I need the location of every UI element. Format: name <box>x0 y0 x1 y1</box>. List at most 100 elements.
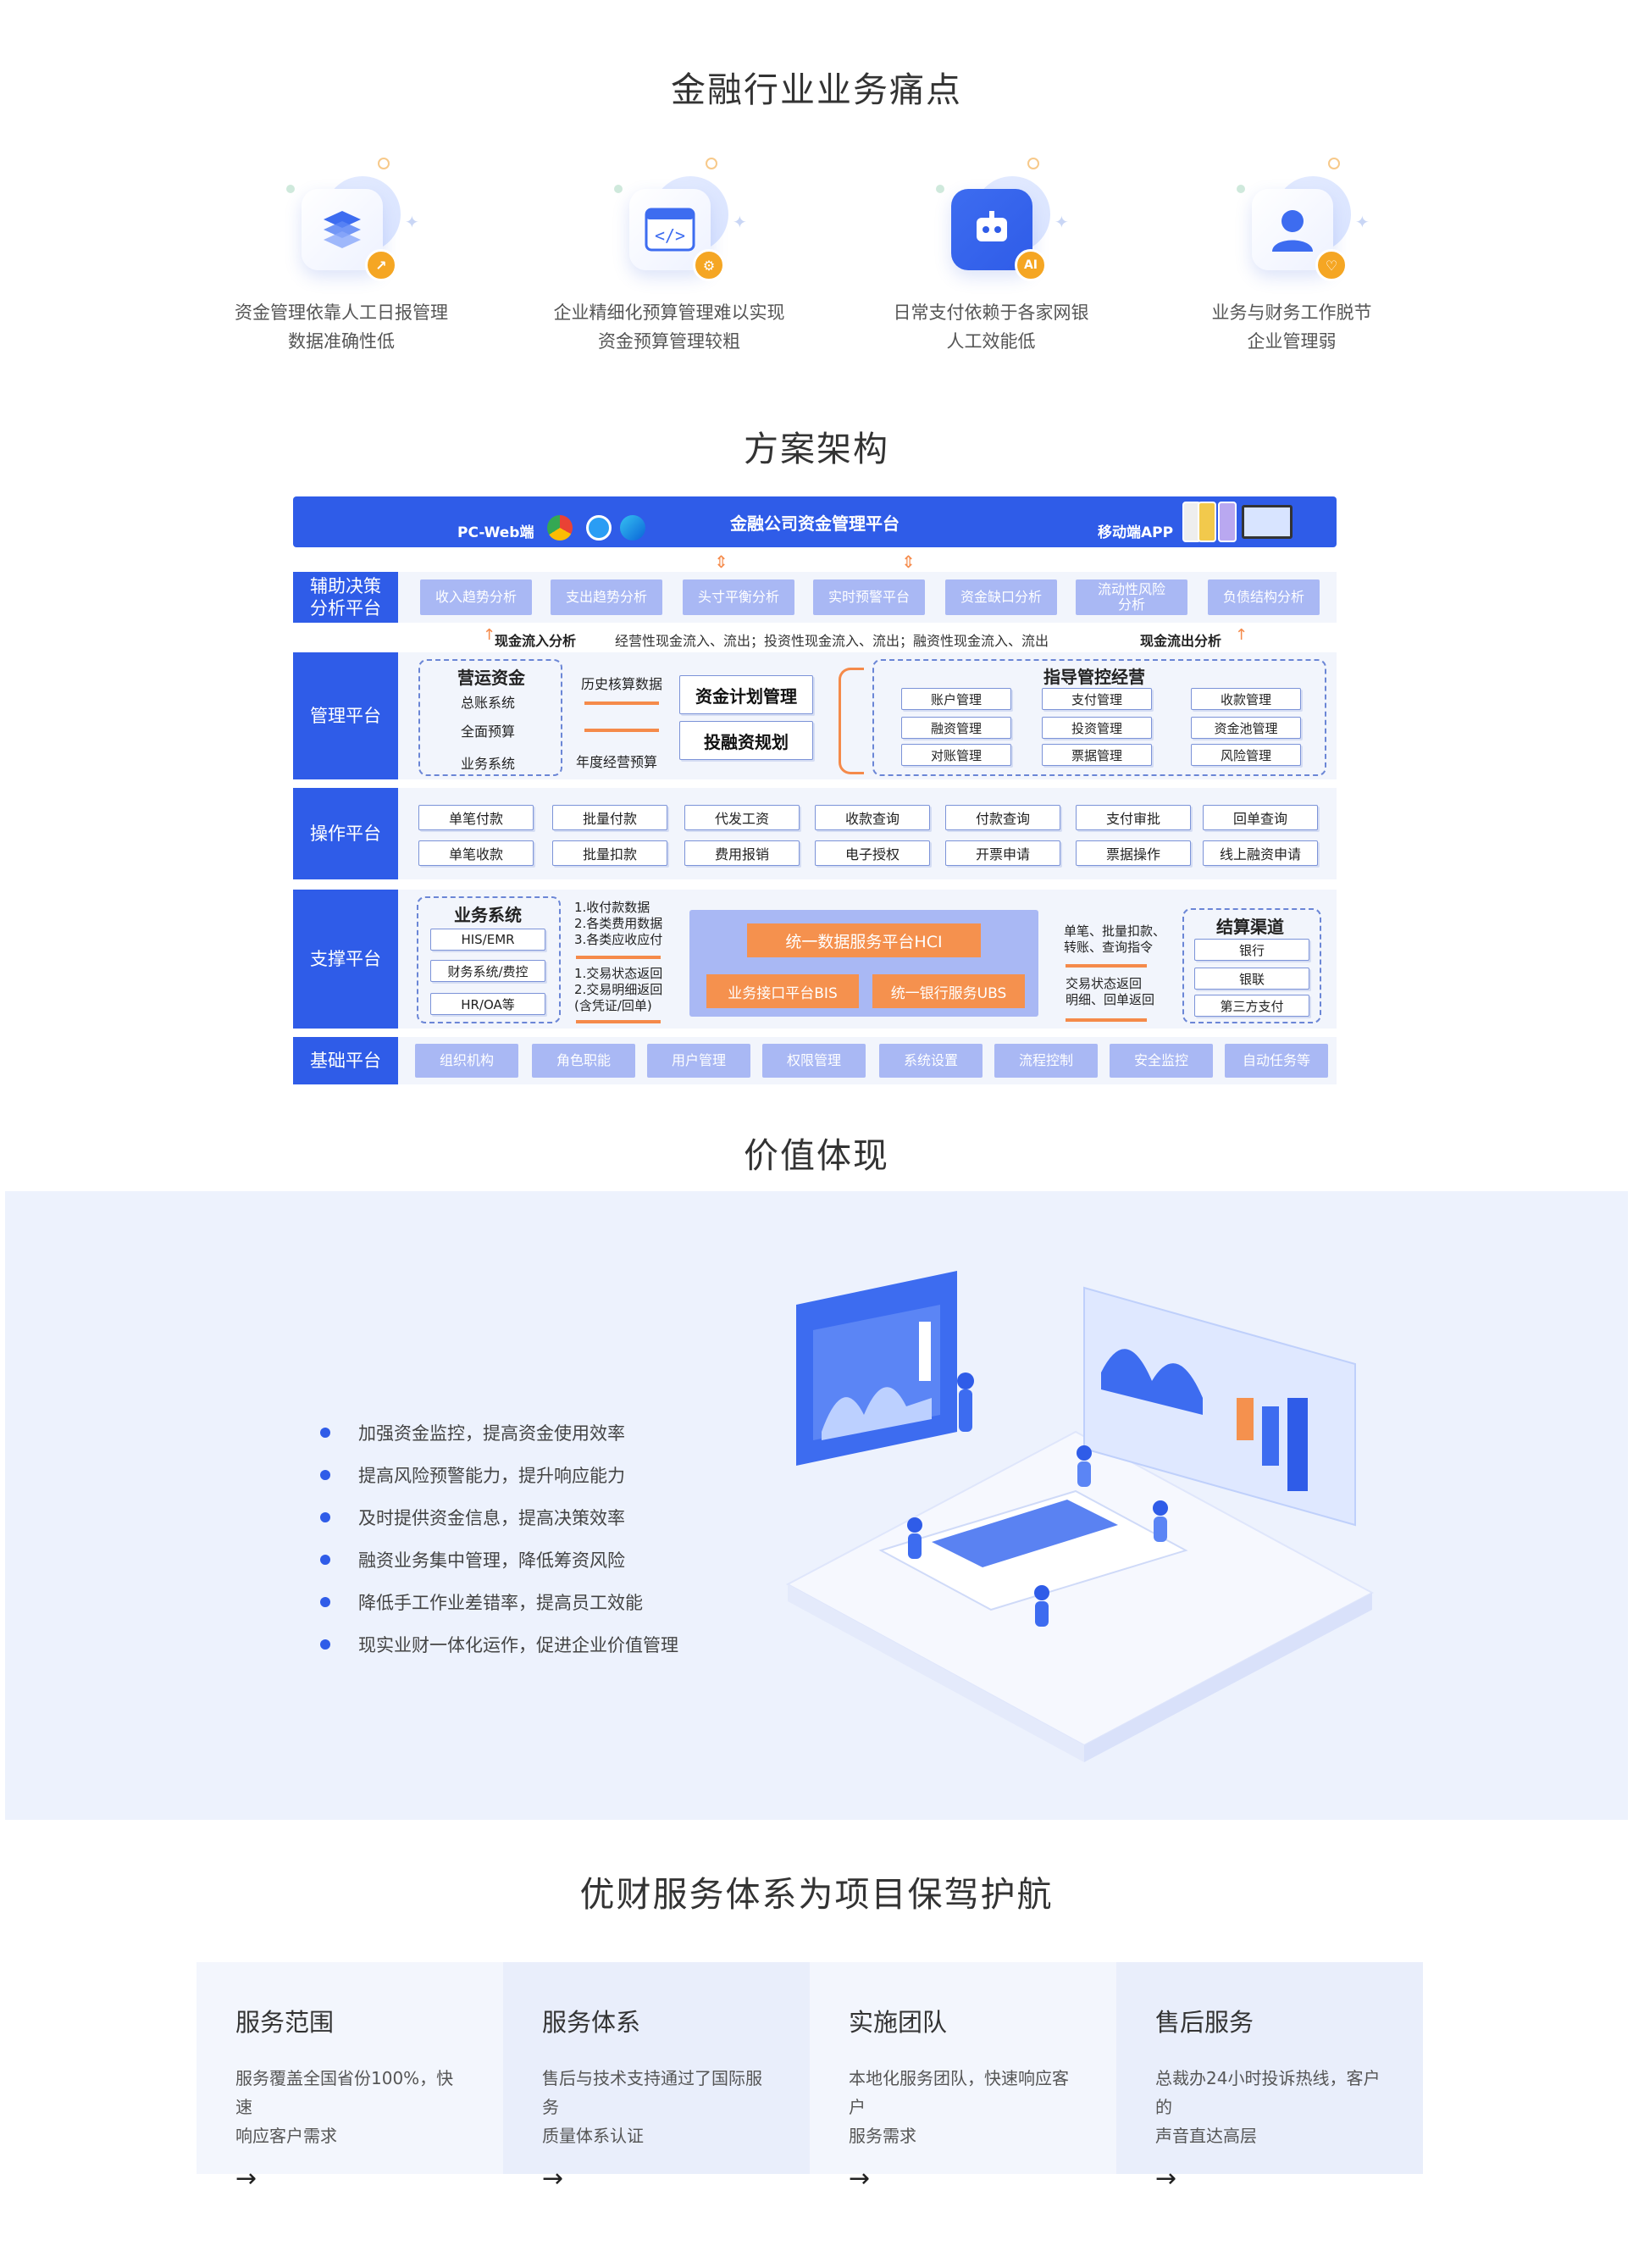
annual-budget-label: 年度经营预算 <box>576 754 658 770</box>
arrow-left-icon <box>584 701 659 705</box>
settle-item: 第三方支付 <box>1194 995 1309 1017</box>
service-card-after-sales[interactable]: 售后服务 总裁办24小时投诉热线，客户的声音直达高层 → <box>1116 1962 1423 2193</box>
base-item: 流程控制 <box>994 1044 1098 1078</box>
operation-item: 单笔付款 <box>418 805 534 830</box>
channel-out-list: 交易状态返回明细、回单返回 <box>1066 976 1155 1007</box>
tablet-device-icon <box>1242 505 1293 539</box>
bullet-dot-icon <box>320 1428 330 1438</box>
bracket-icon <box>839 668 864 774</box>
invest-plan-box: 投融资规划 <box>679 721 813 760</box>
service-card-scope[interactable]: 服务范围 服务覆盖全国省份100%，快速响应客户需求 → <box>197 1962 503 2193</box>
mobile-app-label: 移动端APP <box>1098 524 1174 541</box>
pain-item-3: ✦ AI 日常支付依赖于各家网银人工效能低 <box>847 151 1135 356</box>
operating-fund-item: 全面预算 <box>461 724 516 740</box>
operating-fund-item: 业务系统 <box>461 756 516 772</box>
service-card-desc: 声音直达高层 <box>1155 2126 1257 2146</box>
decision-item: 支出趋势分析 <box>551 579 662 615</box>
guidance-item: 支付管理 <box>1042 688 1152 710</box>
pain-item-1: ✦ ↗ 资金管理依靠人工日报管理数据准确性低 <box>197 151 485 356</box>
operation-item: 回单查询 <box>1203 805 1318 830</box>
bullet-dot-icon <box>320 1639 330 1650</box>
operation-item: 代发工资 <box>684 805 800 830</box>
up-down-arrow-icon: ⇕ <box>714 552 728 572</box>
decision-item: 资金缺口分析 <box>945 579 1057 615</box>
value-point-text: 加强资金监控，提高资金使用效率 <box>358 1423 625 1444</box>
base-item: 自动任务等 <box>1225 1044 1328 1078</box>
guidance-item: 对账管理 <box>901 744 1011 766</box>
base-item: 系统设置 <box>879 1044 983 1078</box>
pain-text-line2: 资金预算管理较粗 <box>598 331 740 352</box>
service-card-desc: 响应客户需求 <box>235 2126 337 2146</box>
settle-item: 银行 <box>1194 939 1309 961</box>
pain-text-line2: 数据准确性低 <box>288 331 395 352</box>
robot-icon: ✦ AI <box>927 151 1069 281</box>
value-point-text: 提高风险预警能力，提升响应能力 <box>358 1466 625 1486</box>
service-card-title: 实施团队 <box>849 2008 948 2037</box>
operation-item: 线上融资申请 <box>1203 840 1318 866</box>
arrow-left-icon <box>576 1020 661 1023</box>
plan-mgmt-box: 资金计划管理 <box>679 675 813 714</box>
pain-text-line1: 业务与财务工作脱节 <box>1211 302 1372 323</box>
guidance-item: 收款管理 <box>1191 688 1301 710</box>
support-platform-label: 支撑平台 <box>293 890 398 1029</box>
hci-box: 统一数据服务平台HCI <box>747 923 981 957</box>
biz-system-item: HR/OA等 <box>430 993 545 1015</box>
arrow-right-icon <box>1066 964 1147 968</box>
base-item: 用户管理 <box>647 1044 750 1078</box>
bis-box: 业务接口平台BIS <box>706 974 859 1008</box>
pain-text-line1: 日常支付依赖于各家网银 <box>893 302 1089 323</box>
arrow-right-icon[interactable]: → <box>542 2164 564 2193</box>
service-card-desc: 售后与技术支持通过了国际服务 <box>542 2068 762 2117</box>
bullet-dot-icon <box>320 1512 330 1522</box>
operation-item: 单笔收款 <box>418 840 534 866</box>
biz-system-box <box>417 896 561 1023</box>
decision-item: 头寸平衡分析 <box>683 579 794 615</box>
bullet-dot-icon <box>320 1470 330 1480</box>
operation-item: 支付审批 <box>1076 805 1191 830</box>
service-card-team[interactable]: 实施团队 本地化服务团队，快速响应客户服务需求 → <box>810 1962 1116 2193</box>
service-card-title: 售后服务 <box>1155 2008 1254 2037</box>
arrow-right-icon[interactable]: → <box>849 2164 871 2193</box>
arrow-right-icon[interactable]: → <box>1155 2164 1177 2193</box>
base-item: 角色职能 <box>532 1044 635 1078</box>
guidance-title: 指导管控经营 <box>1043 667 1145 687</box>
platform-header: 金融公司资金管理平台 PC-Web端 移动端APP <box>293 496 1337 547</box>
service-card-system[interactable]: 服务体系 售后与技术支持通过了国际服务质量体系认证 → <box>503 1962 810 2193</box>
service-card-desc: 本地化服务团队，快速响应客户 <box>849 2068 1069 2117</box>
service-card-desc: 服务覆盖全国省份100%，快速 <box>235 2068 454 2117</box>
arch-section-title: 方案架构 <box>744 429 889 469</box>
value-section-title: 价值体现 <box>744 1135 889 1176</box>
arrow-right-icon <box>584 729 659 732</box>
guidance-box <box>872 659 1326 776</box>
settle-box <box>1182 908 1321 1023</box>
pain-text-line2: 人工效能低 <box>946 331 1036 352</box>
guidance-item: 风险管理 <box>1191 744 1301 766</box>
code-window-icon: ✦ </> ⚙ <box>606 151 747 281</box>
service-card-title: 服务体系 <box>542 2008 641 2037</box>
operating-funds-box <box>418 659 562 776</box>
svg-text:</>: </> <box>655 225 685 246</box>
service-card-desc: 质量体系认证 <box>542 2126 644 2146</box>
base-item: 安全监控 <box>1110 1044 1213 1078</box>
value-point-text: 降低手工作业差错率，提高员工效能 <box>358 1593 643 1613</box>
settle-title: 结算渠道 <box>1216 917 1284 937</box>
pc-web-label: PC-Web端 <box>457 524 534 541</box>
phone-device-icon <box>1218 502 1237 542</box>
pain-text-line2: 企业管理弱 <box>1247 331 1337 352</box>
pain-text-line1: 企业精细化预算管理难以实现 <box>553 302 785 323</box>
operation-item: 付款查询 <box>945 805 1060 830</box>
cash-in-label: 现金流入分析 <box>495 633 577 649</box>
user-icon: ✦ ♡ <box>1228 151 1370 281</box>
arrow-right-icon[interactable]: → <box>235 2164 257 2193</box>
arrow-right-icon <box>576 956 661 959</box>
ubs-box: 统一银行服务UBS <box>872 974 1025 1008</box>
service-section-title: 优财服务体系为项目保驾护航 <box>579 1874 1054 1915</box>
platform-title: 金融公司资金管理平台 <box>730 513 900 534</box>
operation-item: 批量扣款 <box>552 840 667 866</box>
pain-text-line1: 资金管理依靠人工日报管理 <box>235 302 448 323</box>
management-platform-label: 管理平台 <box>293 652 398 779</box>
operation-item: 开票申请 <box>945 840 1060 866</box>
chrome-icon <box>547 515 573 541</box>
